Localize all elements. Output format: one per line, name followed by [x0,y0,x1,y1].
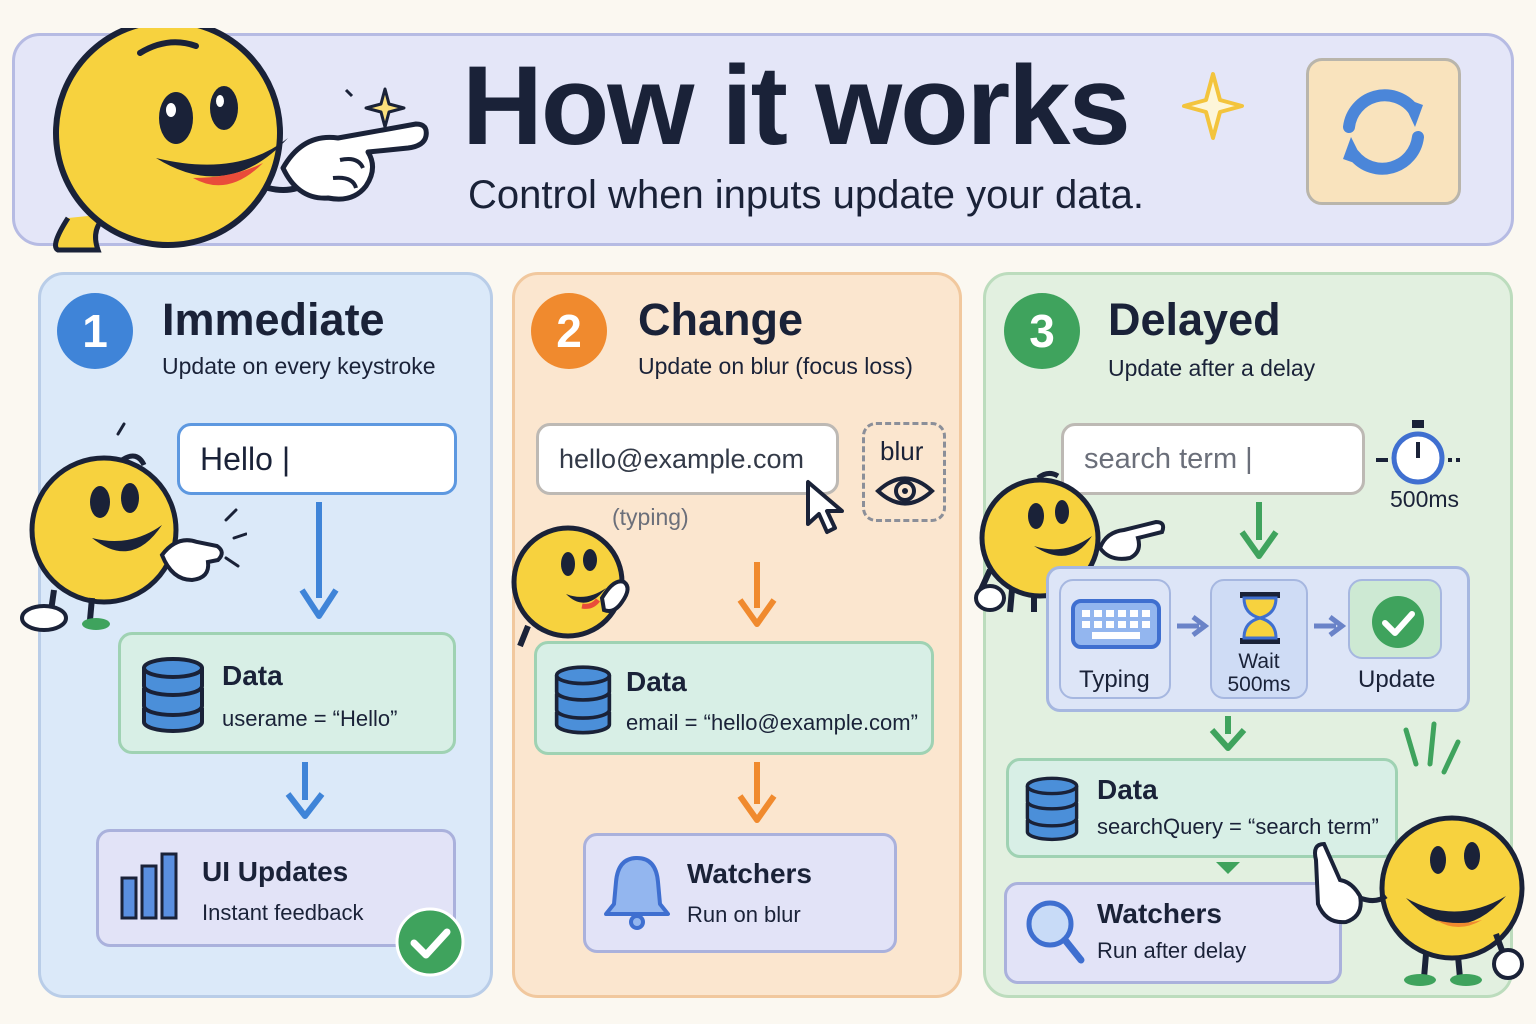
panel-title-change: Change [638,294,804,345]
check-icon [395,907,465,977]
bar-chart-icon [120,852,178,920]
watchers-title: Watchers [687,858,813,889]
arrow-right-icon [1177,615,1209,637]
blur-label: blur [880,436,924,466]
arrow-down-icon [1239,502,1279,559]
step-wait-label: Wait 500ms [1227,650,1291,697]
watchers-text: Run on blur [687,902,801,927]
data-card-title: Data [222,660,283,691]
arrow-down-icon [1216,862,1240,874]
eye-icon [875,476,935,506]
data-card-title: Data [1097,774,1158,805]
arrow-right-icon [1314,615,1346,637]
ui-updates-text: Instant feedback [202,900,364,925]
ui-updates-title: UI Updates [202,856,349,887]
cursor-icon [806,480,844,534]
panel-desc-change: Update on blur (focus loss) [638,353,913,379]
sparkle-icon [1182,72,1244,140]
refresh-button[interactable] [1306,58,1461,205]
mascot-talking-icon [20,422,247,632]
step-number-1: 1 [57,293,133,369]
step-typing-label: Typing [1079,666,1150,693]
database-icon [1025,776,1079,842]
mascot-thinking-icon [511,525,630,648]
panel-title-immediate: Immediate [162,294,385,345]
database-icon [142,657,204,733]
panel-desc-delayed: Update after a delay [1108,355,1316,381]
data-card-value: searchQuery = “search term” [1097,814,1379,839]
search-icon [1026,900,1085,964]
page-title: How it works [462,43,1131,168]
timer-label: 500ms [1390,486,1460,512]
typing-label: (typing) [612,504,689,530]
panel-title-delayed: Delayed [1108,294,1281,345]
watchers-text: Run after delay [1097,938,1247,963]
mascot-excited-icon [1313,721,1525,986]
check-icon [1372,596,1424,648]
input-immediate[interactable]: Hello | [177,423,457,495]
data-card-value: email = “hello@example.com” [626,710,918,735]
watchers-title: Watchers [1097,898,1223,929]
arrow-down-icon [285,762,325,819]
data-card-value: userame = “Hello” [222,706,398,731]
arrow-down-icon [737,562,777,627]
step-update-label: Update [1358,666,1436,693]
database-icon [554,665,612,735]
mascot-pointing-icon [53,28,429,253]
arrow-down-icon [299,502,339,619]
step-number-3: 3 [1004,293,1080,369]
page-subtitle: Control when inputs update your data. [468,173,1144,217]
step-number-2: 2 [531,293,607,369]
blur-indicator [862,422,946,522]
arrow-down-icon [1209,716,1247,751]
input-delayed[interactable]: search term | [1061,423,1365,495]
refresh-icon [1343,89,1424,175]
hourglass-icon [1240,592,1280,644]
stopwatch-icon [1376,420,1460,485]
bell-icon [604,856,670,930]
data-card-title: Data [626,666,687,697]
arrow-down-icon [737,762,777,823]
panel-desc-immediate: Update on every keystroke [162,353,436,379]
input-change[interactable]: hello@example.com [536,423,839,495]
keyboard-icon [1071,599,1161,649]
